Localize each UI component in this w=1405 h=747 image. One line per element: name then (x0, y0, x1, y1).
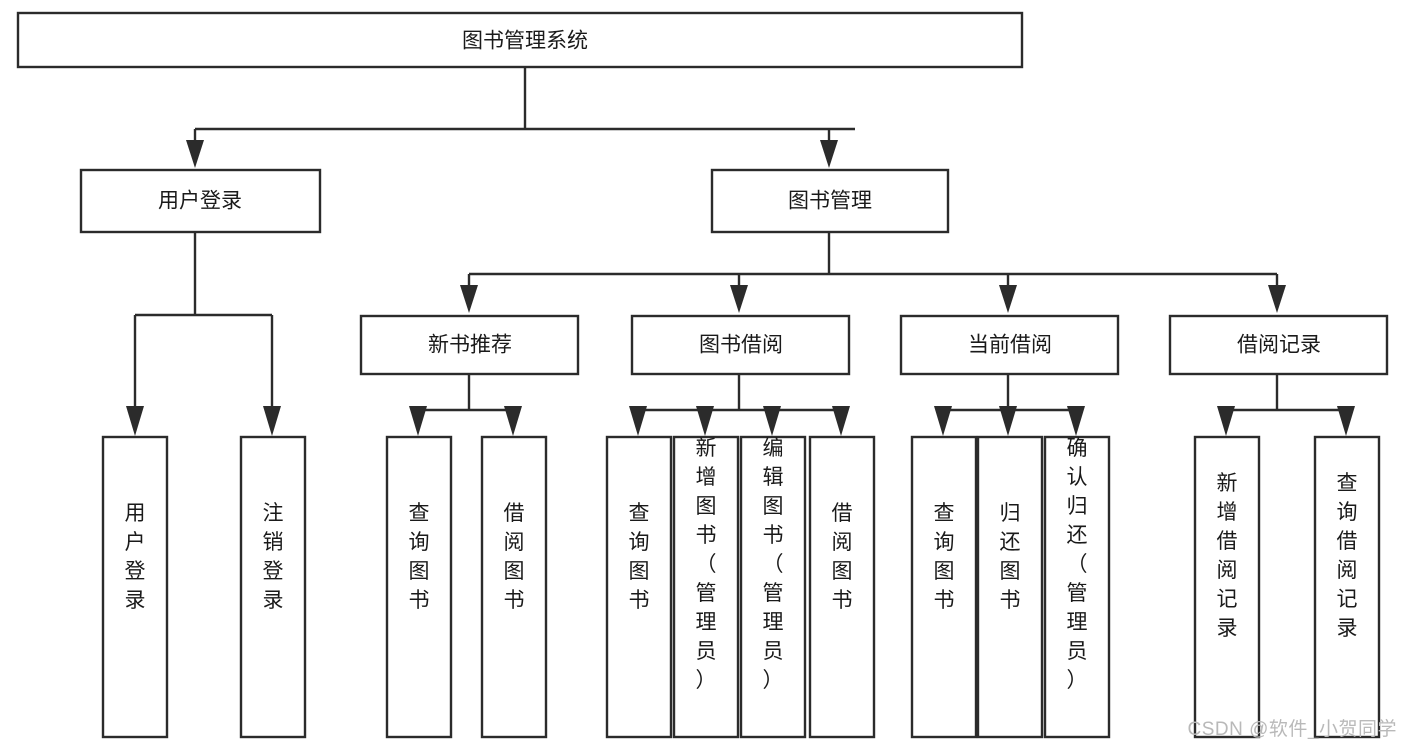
leaf-bb-borrow-book-label: 借阅图书 (832, 502, 853, 612)
current-borrow-box[interactable] (899, 314, 1120, 376)
node-borrow-records[interactable]: 借阅记录 (1168, 314, 1389, 376)
leaf-br-add-record-box[interactable] (1193, 435, 1261, 739)
borrow-records-label: 借阅记录 (1237, 334, 1321, 357)
edges-book-mgmt-to-level3 (460, 232, 1286, 313)
arrow-new-book-l1 (409, 406, 427, 436)
leaf-bb-query-book-box[interactable] (605, 435, 673, 739)
leaf-br-query-record-label: 查询借阅记录 (1337, 472, 1358, 640)
borrow-records-box[interactable] (1168, 314, 1389, 376)
user-login-box[interactable] (79, 168, 322, 234)
edges-user-login-to-leaves (126, 232, 281, 436)
leaf-nb-borrow-book-label: 借阅图书 (504, 502, 525, 612)
leaf-node[interactable]: 查询图书 (910, 435, 978, 739)
leaf-node[interactable]: 借阅图书 (480, 435, 548, 739)
edges-new-book-to-leaves (409, 374, 522, 436)
book-management-label: 图书管理 (788, 190, 872, 213)
arrow-bm-to-borrow (730, 285, 748, 313)
leaf-bb-edit-book-label: 编辑图书（管理员） (763, 437, 784, 692)
arrow-borrow-records-l2 (1337, 406, 1355, 436)
leaf-node[interactable]: 确认归还（管理员） (1043, 435, 1111, 739)
leaf-cb-query-book-label: 查询图书 (934, 502, 955, 612)
arrow-current-borrow-l1 (934, 406, 952, 436)
leaf-node[interactable]: 新增借阅记录 (1193, 435, 1261, 739)
book-management-box[interactable] (710, 168, 950, 234)
arrow-bm-to-new-book (460, 285, 478, 313)
leaf-cb-return-book-label: 归还图书 (1000, 502, 1021, 612)
arrow-root-to-user-login (186, 140, 204, 168)
arrow-user-login-l1 (126, 406, 144, 436)
leaf-bb-query-book-label: 查询图书 (629, 502, 650, 612)
arrow-bm-to-records (1268, 285, 1286, 313)
leaf-cb-query-book-box[interactable] (910, 435, 978, 739)
node-new-book-recommend[interactable]: 新书推荐 (359, 314, 580, 376)
node-current-borrow[interactable]: 当前借阅 (899, 314, 1120, 376)
root-label: 图书管理系统 (462, 30, 588, 53)
arrow-user-login-l2 (263, 406, 281, 436)
book-borrow-label: 图书借阅 (699, 334, 783, 357)
node-root[interactable]: 图书管理系统 (16, 11, 1024, 69)
leaf-node[interactable]: 用户登录 (101, 435, 169, 739)
arrow-book-borrow-l3 (763, 406, 781, 436)
book-borrow-box[interactable] (630, 314, 851, 376)
node-book-borrow[interactable]: 图书借阅 (630, 314, 851, 376)
arrow-borrow-records-l1 (1217, 406, 1235, 436)
leaf-nb-query-book-box[interactable] (385, 435, 453, 739)
arrow-root-to-book-mgmt (820, 140, 838, 168)
edges-book-borrow-to-leaves (629, 374, 850, 436)
edges-root-to-level2 (186, 67, 855, 168)
arrow-bm-to-current (999, 285, 1017, 313)
leaf-br-query-record-box[interactable] (1313, 435, 1381, 739)
arrow-book-borrow-l1 (629, 406, 647, 436)
leaf-nb-query-book-label: 查询图书 (409, 502, 430, 612)
leaf-node[interactable]: 查询借阅记录 (1313, 435, 1381, 739)
edges-current-borrow-to-leaves (934, 374, 1085, 436)
root-box[interactable] (16, 11, 1024, 69)
leaf-node[interactable]: 新增图书（管理员） (672, 435, 740, 739)
leaf-cb-confirm-return-box[interactable] (1043, 435, 1111, 739)
new-book-recommend-box[interactable] (359, 314, 580, 376)
leaf-bb-edit-book-box[interactable] (739, 435, 807, 739)
arrow-current-borrow-l3 (1067, 406, 1085, 436)
arrow-book-borrow-l2 (696, 406, 714, 436)
arrow-book-borrow-l4 (832, 406, 850, 436)
leaf-node[interactable]: 编辑图书（管理员） (739, 435, 807, 739)
leaf-bb-borrow-book-box[interactable] (808, 435, 876, 739)
leaf-node[interactable]: 借阅图书 (808, 435, 876, 739)
leaf-node[interactable]: 归还图书 (976, 435, 1044, 739)
leaf-bb-add-book-box[interactable] (672, 435, 740, 739)
csdn-watermark: CSDN @软件_小贺同学 (1187, 719, 1397, 740)
leaf-node[interactable]: 查询图书 (385, 435, 453, 739)
leaf-br-add-record-label: 新增借阅记录 (1217, 472, 1238, 640)
leaf-cb-confirm-return-label: 确认归还（管理员） (1067, 437, 1088, 692)
arrow-current-borrow-l2 (999, 406, 1017, 436)
node-book-management[interactable]: 图书管理 (710, 168, 950, 234)
leaf-user-login-label: 用户登录 (125, 502, 146, 612)
leaf-node[interactable]: 注销登录 (239, 435, 307, 739)
leaf-user-login-box[interactable] (101, 435, 169, 739)
leaf-bb-add-book-label: 新增图书（管理员） (696, 437, 717, 692)
new-book-recommend-label: 新书推荐 (428, 334, 512, 357)
leaf-cb-return-book-box[interactable] (976, 435, 1044, 739)
edges-borrow-records-to-leaves (1217, 374, 1355, 436)
leaf-nb-borrow-book-box[interactable] (480, 435, 548, 739)
current-borrow-label: 当前借阅 (968, 334, 1052, 357)
user-login-label: 用户登录 (158, 190, 242, 213)
leaf-logout-box[interactable] (239, 435, 307, 739)
node-user-login[interactable]: 用户登录 (79, 168, 322, 234)
leaf-logout-label: 注销登录 (263, 502, 284, 612)
arrow-new-book-l2 (504, 406, 522, 436)
leaf-node[interactable]: 查询图书 (605, 435, 673, 739)
